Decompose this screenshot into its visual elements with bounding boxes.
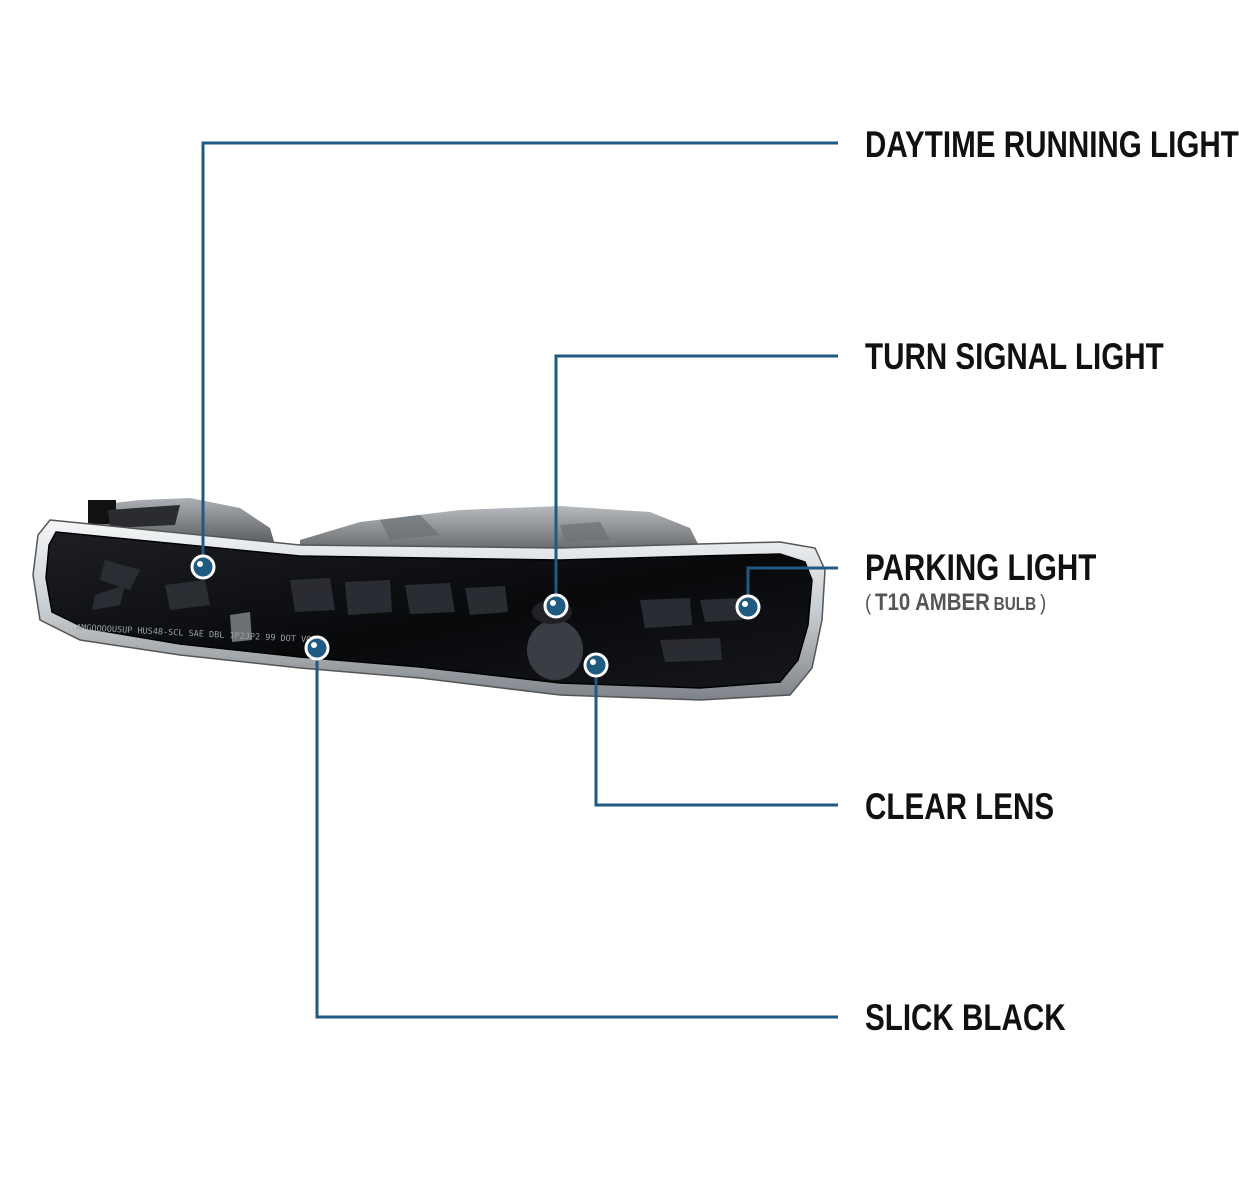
callout-label-turn: TURN SIGNAL LIGHT	[865, 336, 1164, 377]
diagram-canvas: AMGOOOOUSUP HUS48-SCL SAE DBL 1P2JP2 99 …	[32, 125, 1239, 1038]
leader-line-finish	[315, 648, 838, 1019]
marker-finish	[304, 635, 330, 661]
bulb-word: BULB	[993, 594, 1037, 614]
callout-label-parking: PARKING LIGHT	[865, 547, 1097, 588]
leader-line-lens	[594, 665, 838, 807]
leader-line-parking	[746, 566, 838, 607]
bulb-type: T10 AMBER	[875, 589, 990, 616]
marker-lens	[583, 652, 609, 678]
bulb-socket	[527, 620, 583, 680]
marker-parking	[735, 594, 761, 620]
leader-line-turn	[554, 354, 838, 606]
paren-close: )	[1039, 590, 1047, 615]
callout-label-drl: DAYTIME RUNNING LIGHT	[865, 124, 1239, 165]
marker-drl	[190, 554, 216, 580]
reflector-facets	[92, 560, 742, 662]
paren-open: (	[865, 590, 872, 615]
leader-line-drl	[201, 141, 838, 567]
parking-bulb-note: ( T10 AMBER BULB )	[865, 590, 1046, 619]
bumper-light-illustration: AMGOOOOUSUP HUS48-SCL SAE DBL 1P2JP2 99 …	[32, 141, 838, 1019]
callout-label-lens: CLEAR LENS	[865, 786, 1055, 827]
marker-turn	[543, 593, 569, 619]
callout-label-finish: SLICK BLACK	[865, 997, 1066, 1038]
